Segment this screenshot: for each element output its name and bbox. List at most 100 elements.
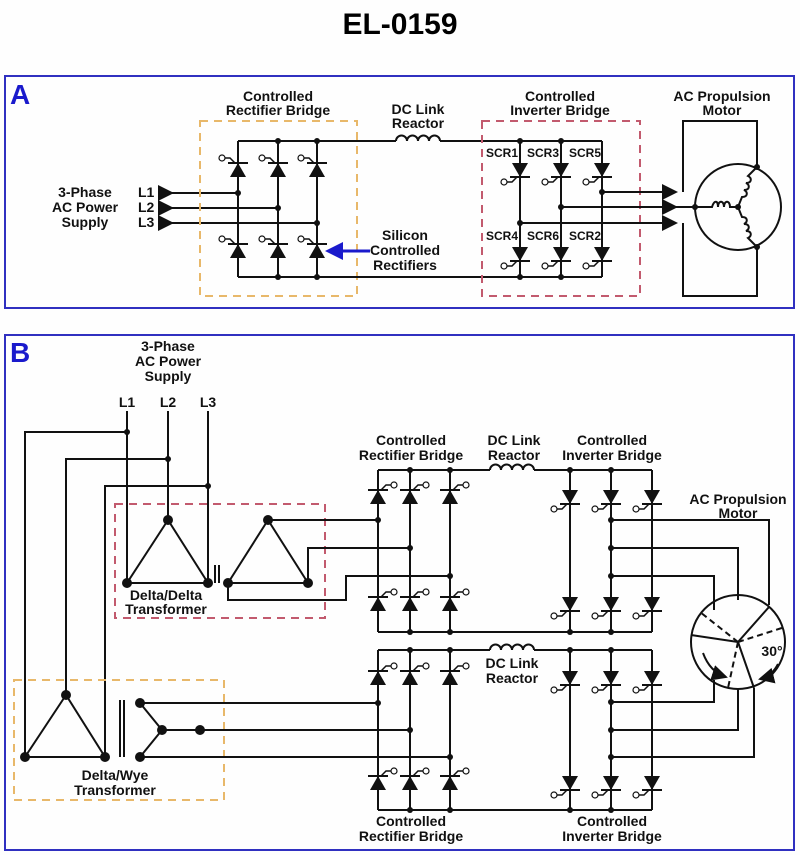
- b-line-l2: L2: [160, 394, 177, 410]
- delta-delta-label-1: Delta/Delta: [130, 587, 203, 603]
- b-delta-wye-feeds: [24, 431, 208, 757]
- scr-symbol: [582, 163, 612, 186]
- scr1-label: SCR1: [486, 146, 518, 160]
- gate-terminal: [591, 612, 599, 620]
- scr-callout-3: Rectifiers: [373, 257, 437, 273]
- scr-symbol: [500, 247, 530, 270]
- scr-symbol: [218, 235, 248, 258]
- scr-symbol: [591, 490, 621, 513]
- scr-symbol: [440, 662, 470, 685]
- scr-symbol: [632, 490, 662, 513]
- scr-symbol: [632, 671, 662, 694]
- scr-symbol: [591, 671, 621, 694]
- delta-primary: [125, 518, 210, 584]
- gate-terminal: [297, 154, 305, 162]
- scr-symbol: [582, 247, 612, 270]
- scr-symbol: [632, 776, 662, 799]
- dc-link-reactor-coil: [395, 134, 441, 142]
- diagram-title: EL-0159: [342, 8, 457, 41]
- gate-terminal: [550, 612, 558, 620]
- gate-terminal: [632, 791, 640, 799]
- scr-callout-1: Silicon: [382, 227, 428, 243]
- b-reactor-top-label-2: Reactor: [488, 447, 541, 463]
- gate-terminal: [541, 178, 549, 186]
- upper-reactor-coil: [489, 463, 535, 471]
- upper-motor-feeds: [611, 519, 770, 610]
- scr-symbol: [591, 597, 621, 620]
- gate-terminal: [582, 262, 590, 270]
- motor-frame-wires: [676, 120, 758, 297]
- gate-terminal: [422, 767, 430, 775]
- b-rect-top-label-2: Rectifier Bridge: [359, 447, 463, 463]
- line-label-l1: L1: [138, 184, 155, 200]
- motor-b-stator: [690, 594, 786, 690]
- b-supply-label-2: AC Power: [135, 353, 202, 369]
- gate-terminal: [462, 662, 470, 670]
- gate-terminal: [591, 686, 599, 694]
- delta-wye-label-1: Delta/Wye: [82, 767, 149, 783]
- gate-terminal: [462, 588, 470, 596]
- b-reactor-top-label-1: DC Link: [488, 432, 541, 448]
- scr-symbol: [400, 481, 430, 504]
- gate-terminal: [500, 262, 508, 270]
- delta-wye-box: [13, 679, 225, 801]
- gate-terminal: [462, 767, 470, 775]
- junction-dot: [608, 807, 614, 813]
- delta-secondary: [226, 518, 310, 584]
- scr4-label: SCR4: [486, 229, 518, 243]
- gate-terminal: [632, 612, 640, 620]
- scr-symbol: [500, 163, 530, 186]
- delta-delta-label-2: Transformer: [125, 601, 207, 617]
- scr-symbol: [440, 767, 470, 790]
- junction-dot: [407, 727, 413, 733]
- gate-terminal: [390, 481, 398, 489]
- b-line-l3: L3: [200, 394, 217, 410]
- scr2-label: SCR2: [569, 229, 601, 243]
- gate-terminal: [422, 481, 430, 489]
- scr-symbol: [550, 671, 580, 694]
- scr-symbol: [550, 490, 580, 513]
- gate-terminal: [422, 662, 430, 670]
- junction-dot: [447, 629, 453, 635]
- junction-dot: [608, 647, 614, 653]
- gate-terminal: [550, 686, 558, 694]
- b-line-l1: L1: [119, 394, 136, 410]
- gate-terminal: [550, 791, 558, 799]
- motor-label-1: AC Propulsion: [673, 88, 770, 104]
- lower-motor-feeds: [611, 680, 755, 758]
- junction-dot: [608, 629, 614, 635]
- junction-dot: [407, 629, 413, 635]
- junction-dot: [608, 467, 614, 473]
- junction-dot: [447, 647, 453, 653]
- scr3-label: SCR3: [527, 146, 559, 160]
- b-motor-label-1: AC Propulsion: [689, 491, 786, 507]
- gate-terminal: [582, 178, 590, 186]
- junction-dot: [567, 807, 573, 813]
- b-rect-bottom-label-1: Controlled: [376, 813, 446, 829]
- reactor-label-1: DC Link: [392, 101, 445, 117]
- scr-symbol: [297, 235, 327, 258]
- gate-terminal: [390, 588, 398, 596]
- motor-b-phase-lines-dashed: [699, 611, 786, 689]
- scr-symbol: [400, 662, 430, 685]
- b-supply-lines: [126, 411, 209, 583]
- gate-terminal: [258, 235, 266, 243]
- supply-label-line-2: AC Power: [52, 199, 119, 215]
- b-rect-top-label-1: Controlled: [376, 432, 446, 448]
- panel-b-border: [4, 334, 795, 851]
- wye-secondary: [139, 702, 200, 758]
- gate-terminal: [500, 178, 508, 186]
- scr-symbol: [541, 163, 571, 186]
- gate-terminal: [258, 154, 266, 162]
- junction-dot: [447, 754, 453, 760]
- gate-terminal: [390, 662, 398, 670]
- gate-terminal: [297, 235, 305, 243]
- delta-wye-label-2: Transformer: [74, 782, 156, 798]
- delta-delta-core: [214, 565, 220, 583]
- motor-label-2: Motor: [703, 102, 742, 118]
- junction-dot: [567, 467, 573, 473]
- delta-wye-core: [119, 700, 125, 757]
- b-inv-top-label-1: Controlled: [577, 432, 647, 448]
- panel-b: B 3-Phase AC Power Supply L1 L2 L3 Delta…: [4, 334, 795, 851]
- line-label-l3: L3: [138, 214, 155, 230]
